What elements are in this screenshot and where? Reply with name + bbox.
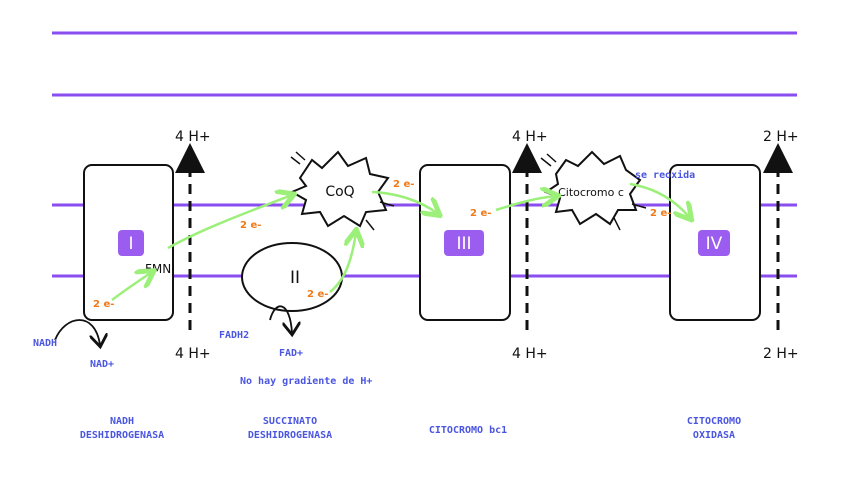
electron-label-6: 2 e- (650, 208, 671, 219)
complex-iv-label: IV (706, 234, 723, 254)
coq-burst-tick (290, 156, 301, 165)
citocromo-burst-tick (613, 217, 621, 231)
complex-iii-label: III (456, 234, 471, 254)
electron-arrow-nadh-fmn (111, 272, 152, 301)
citocromo-burst-tick (631, 203, 647, 209)
nadh-oxidation-arrow (54, 319, 100, 345)
proton-label-c3-top: 4 H+ (512, 129, 548, 145)
complex-iv-name-line1: CITOCROMO (687, 416, 741, 427)
electron-label-5: 2 e- (470, 208, 491, 219)
complex-iv-badge (698, 230, 730, 256)
coq-burst-tick (379, 201, 395, 207)
complex-i-label: I (128, 234, 133, 254)
citocromo-burst-tick (546, 153, 557, 163)
complex-iv-name-line2: OXIDASA (693, 430, 735, 441)
proton-label-c4-top: 2 H+ (763, 129, 799, 145)
no-gradient-note: No hay gradiente de H+ (240, 375, 372, 387)
complex-ii-label: II (290, 268, 300, 288)
electron-arrow-ii-coq (329, 232, 356, 293)
electron-label-3: 2 e- (307, 289, 328, 300)
complex-iii-badge (444, 230, 484, 256)
electron-arrow-coq-iii (371, 190, 438, 214)
complex-i-badge (118, 230, 144, 256)
proton-label-c4-bottom: 2 H+ (763, 346, 799, 362)
fad-plus-label: FAD+ (279, 348, 303, 359)
coq-burst-tick (295, 151, 306, 161)
proton-label-c3-bottom: 4 H+ (512, 346, 548, 362)
fadh2-label: FADH2 (219, 330, 249, 341)
nad-plus-label: NAD+ (90, 359, 114, 370)
complex-ii-name-line2: DESHIDROGENASA (248, 430, 332, 441)
electron-label-2: 2 e- (240, 220, 261, 231)
proton-label-c1-top: 4 H+ (175, 129, 211, 145)
complex-iii-name: CITOCROMO bc1 (429, 425, 507, 436)
citocromo-burst-tick (540, 157, 552, 167)
se-reoxida-label: se reoxida (635, 169, 695, 181)
proton-label-c1-bottom: 4 H+ (175, 346, 211, 362)
nadh-label: NADH (33, 338, 57, 349)
electron-label-4: 2 e- (393, 179, 414, 190)
electron-label-1: 2 e- (93, 299, 114, 310)
complex-ii-name-line1: SUCCINATO (263, 416, 317, 427)
electron-arrow-fmn-coq (167, 195, 292, 250)
coq-burst-tick (365, 219, 375, 231)
coq-burst-shape (289, 150, 390, 228)
coq-label: CoQ (325, 184, 354, 200)
complex-i-name-line1: NADH (110, 416, 134, 427)
electron-arrow-citc-iv (629, 182, 690, 218)
electron-arrow-iii-citc (495, 196, 556, 212)
complex-i-name-line2: DESHIDROGENASA (80, 430, 164, 441)
citocromo-c-label: Citocromo c (558, 186, 624, 199)
fadh2-oxidation-arrow (269, 305, 292, 333)
